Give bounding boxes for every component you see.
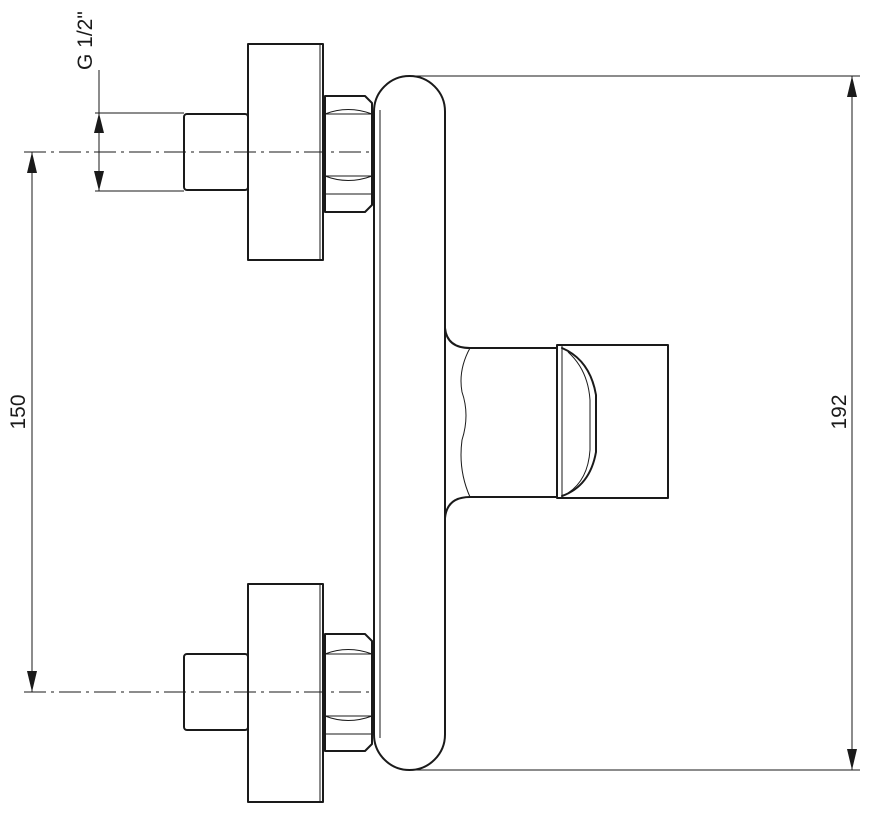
lever-handle xyxy=(444,327,669,519)
bottom-hex-nut xyxy=(324,633,373,752)
total-height-label: 192 xyxy=(828,394,851,429)
inlet-spacing-label: 150 xyxy=(7,394,30,429)
bottom-escutcheon xyxy=(247,583,324,803)
lever-neck xyxy=(444,327,558,519)
inlet-spacing-dimension: 150 xyxy=(7,152,37,692)
lever-grip xyxy=(556,344,669,499)
lever-curve xyxy=(561,347,597,497)
thread-dimension: G 1/2" xyxy=(74,11,184,192)
faucet-body xyxy=(373,75,446,771)
thread-label: G 1/2" xyxy=(74,11,97,70)
bottom-inlet-assembly xyxy=(183,583,373,803)
body-bar xyxy=(373,75,446,771)
total-height-dimension: 192 xyxy=(410,75,860,771)
top-hex-nut xyxy=(324,95,373,213)
